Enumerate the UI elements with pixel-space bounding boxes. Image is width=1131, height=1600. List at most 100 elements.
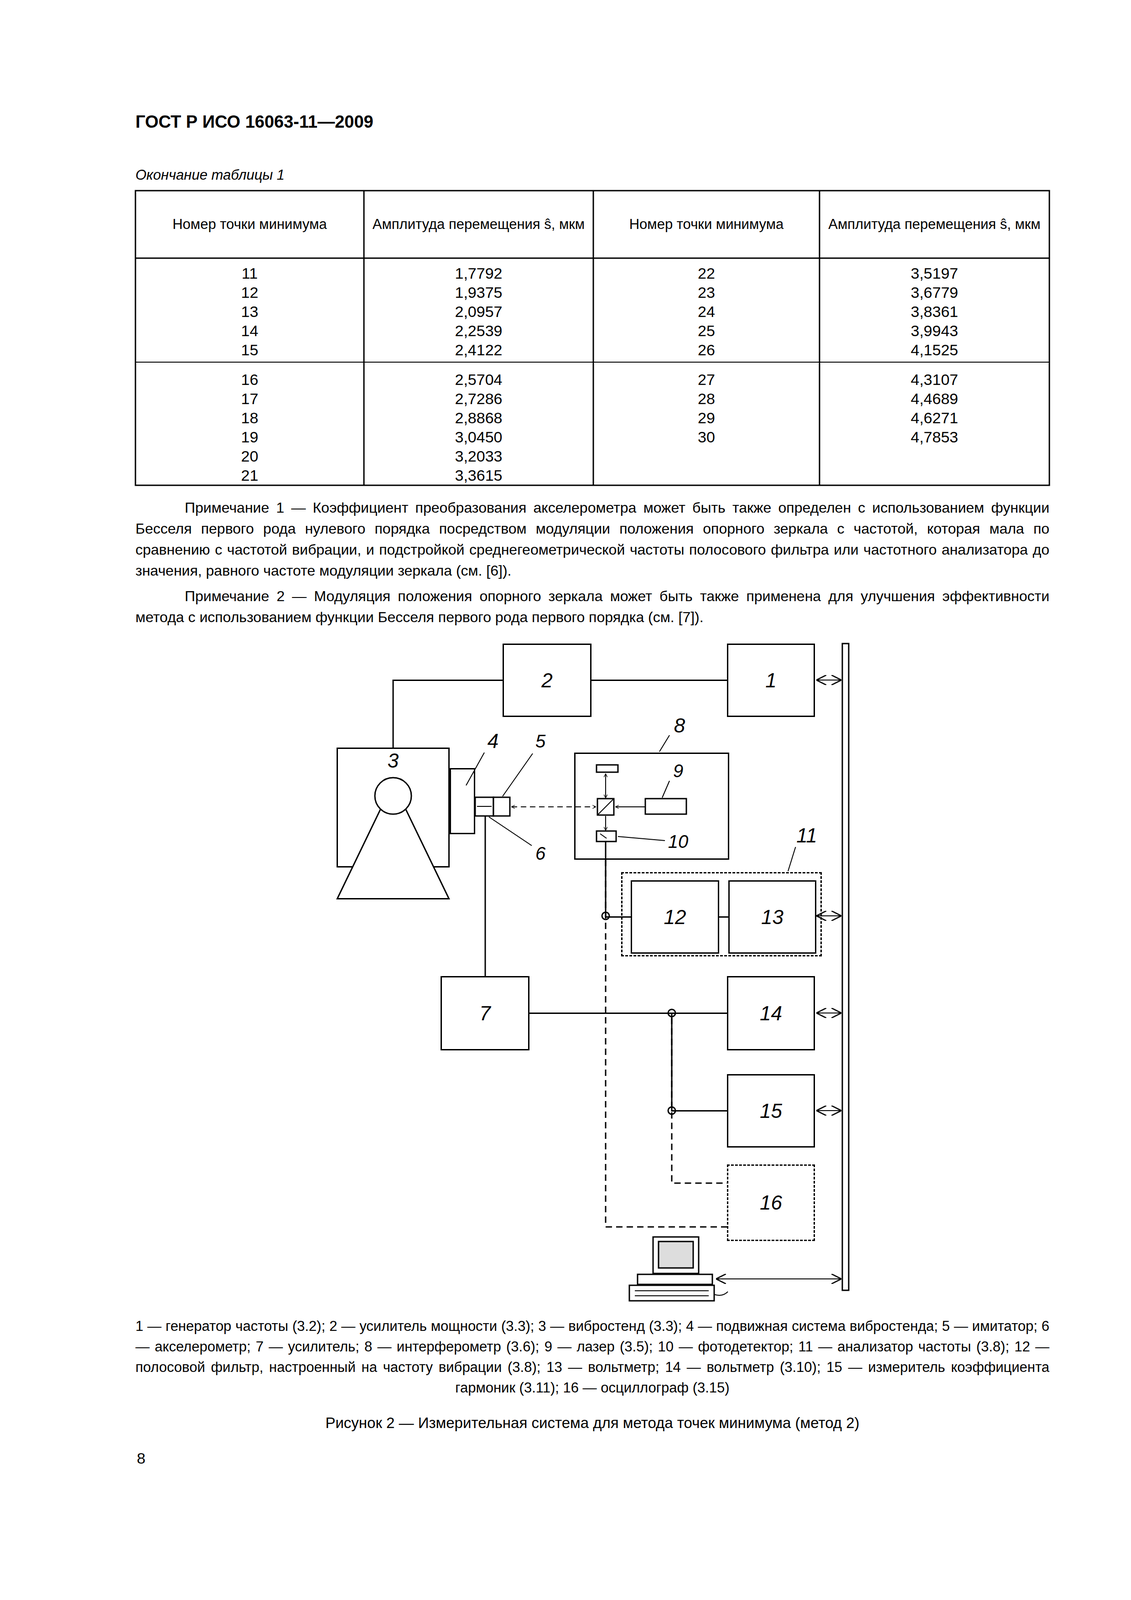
leader-line [488, 816, 532, 846]
table-cell: 16 [136, 370, 363, 389]
table-header: Номер точки минимума [600, 190, 813, 259]
table-cell: 2,2539 [365, 321, 592, 340]
table-cell: 12 [136, 283, 363, 302]
block-number: 11 [794, 824, 819, 847]
beam-splitter [597, 798, 614, 815]
figure-key: 1 — генератор частоты (3.2); 2 — усилите… [135, 1315, 1050, 1398]
connector [605, 859, 631, 918]
table-cell: 4,4689 [820, 389, 1048, 408]
block-number: 2 [541, 669, 553, 692]
table-cell: 3,9943 [820, 321, 1048, 340]
data-bus [842, 643, 849, 1291]
table-cell: 22 [594, 264, 819, 283]
callout-number: 5 [534, 731, 547, 752]
table-cell: 2,0957 [365, 302, 592, 321]
table-header: Номер точки минимума [142, 190, 358, 259]
connector [719, 916, 729, 918]
figure-caption: Рисунок 2 — Измерительная система для ме… [135, 1414, 1050, 1432]
table-cell: 24 [594, 302, 819, 321]
beam [605, 773, 607, 798]
vibration-exciter: 3 [336, 747, 450, 900]
signal-wire [484, 815, 487, 976]
table-cell: 3,8361 [820, 302, 1048, 321]
table-cell: 4,1525 [820, 340, 1048, 359]
table-cell: 25 [594, 321, 819, 340]
page-header: ГОСТ Р ИСО 16063-11—2009 [135, 112, 374, 132]
beam-splitter [597, 798, 614, 815]
block-number: 7 [479, 1001, 491, 1025]
block-number: 1 [765, 669, 777, 692]
computer [629, 1236, 728, 1301]
table-cell: 29 [594, 408, 819, 427]
simulator-detail [477, 805, 492, 807]
signal-wire [605, 841, 607, 860]
table-cell: 2,5704 [365, 370, 592, 389]
page-number: 8 [136, 1449, 146, 1468]
note: Примечание 2 — Модуляция положения опорн… [135, 585, 1050, 628]
table-line [135, 257, 1050, 260]
table-cell: 11 [136, 264, 363, 283]
block-box: 12 [630, 880, 720, 954]
simulator [475, 797, 494, 816]
block-box: 7 [440, 975, 530, 1051]
table-cell: 30 [594, 427, 819, 447]
laser-beam [511, 806, 596, 808]
table-cell: 18 [136, 408, 363, 427]
block-number: 12 [664, 905, 687, 929]
table-cell: 4,6271 [820, 408, 1048, 427]
table-cell: 21 [136, 466, 363, 485]
block-number: 4 [486, 729, 500, 753]
table-cell: 3,6779 [820, 283, 1048, 302]
block-number: 8 [672, 714, 687, 737]
table-header: Амплитуда перемещения ŝ, мкм [826, 190, 1043, 259]
table-cell: 17 [136, 389, 363, 408]
table-cell: 27 [594, 370, 819, 389]
table-cell: 3,0450 [365, 427, 592, 447]
block-number: 16 [759, 1191, 783, 1215]
leader-line [662, 780, 670, 798]
laser [645, 798, 687, 815]
photodetector [600, 833, 607, 839]
table-continuation: Окончание таблицы 1 [135, 166, 285, 184]
leader-line [788, 844, 797, 872]
table-cell: 26 [594, 340, 819, 359]
table-cell: 23 [594, 283, 819, 302]
dashed-box: 16 [726, 1164, 815, 1241]
block-number: 13 [761, 905, 784, 929]
block-box: 14 [726, 975, 815, 1051]
photodetector [596, 830, 617, 842]
callout-number: 10 [666, 831, 691, 852]
table-frame [135, 190, 1050, 486]
block-box: 2 [502, 643, 592, 717]
connector [591, 679, 727, 681]
block-number: 15 [759, 1099, 783, 1123]
beam [605, 815, 607, 831]
table-cell: 4,7853 [820, 427, 1048, 447]
leader-line [617, 836, 665, 841]
table-cell: 28 [594, 389, 819, 408]
table-line [819, 190, 821, 486]
table-cell: 3,2033 [365, 446, 592, 466]
table-cell: 15 [136, 340, 363, 359]
leader-line [502, 753, 533, 797]
note: Примечание 1 — Коэффициент преобразовани… [135, 497, 1050, 582]
table-cell: 1,7792 [365, 264, 592, 283]
dashed-box: 111213 [621, 871, 822, 957]
table-line [363, 190, 365, 486]
bus-arrows [715, 679, 842, 1279]
connector [529, 1013, 727, 1111]
table-cell: 4,3107 [820, 370, 1048, 389]
reference-mirror [596, 764, 618, 773]
callout-number: 9 [671, 760, 685, 782]
table-cell: 3,5197 [820, 264, 1048, 283]
table-cell: 13 [136, 302, 363, 321]
table-cell: 20 [136, 446, 363, 466]
table-cell: 2,4122 [365, 340, 592, 359]
accelerometer [493, 797, 510, 816]
table-cell: 3,3615 [365, 466, 592, 485]
block-number: 14 [759, 1001, 783, 1025]
block-number: 3 [387, 749, 399, 773]
table-cell: 2,7286 [365, 389, 592, 408]
leader-line [659, 735, 670, 752]
